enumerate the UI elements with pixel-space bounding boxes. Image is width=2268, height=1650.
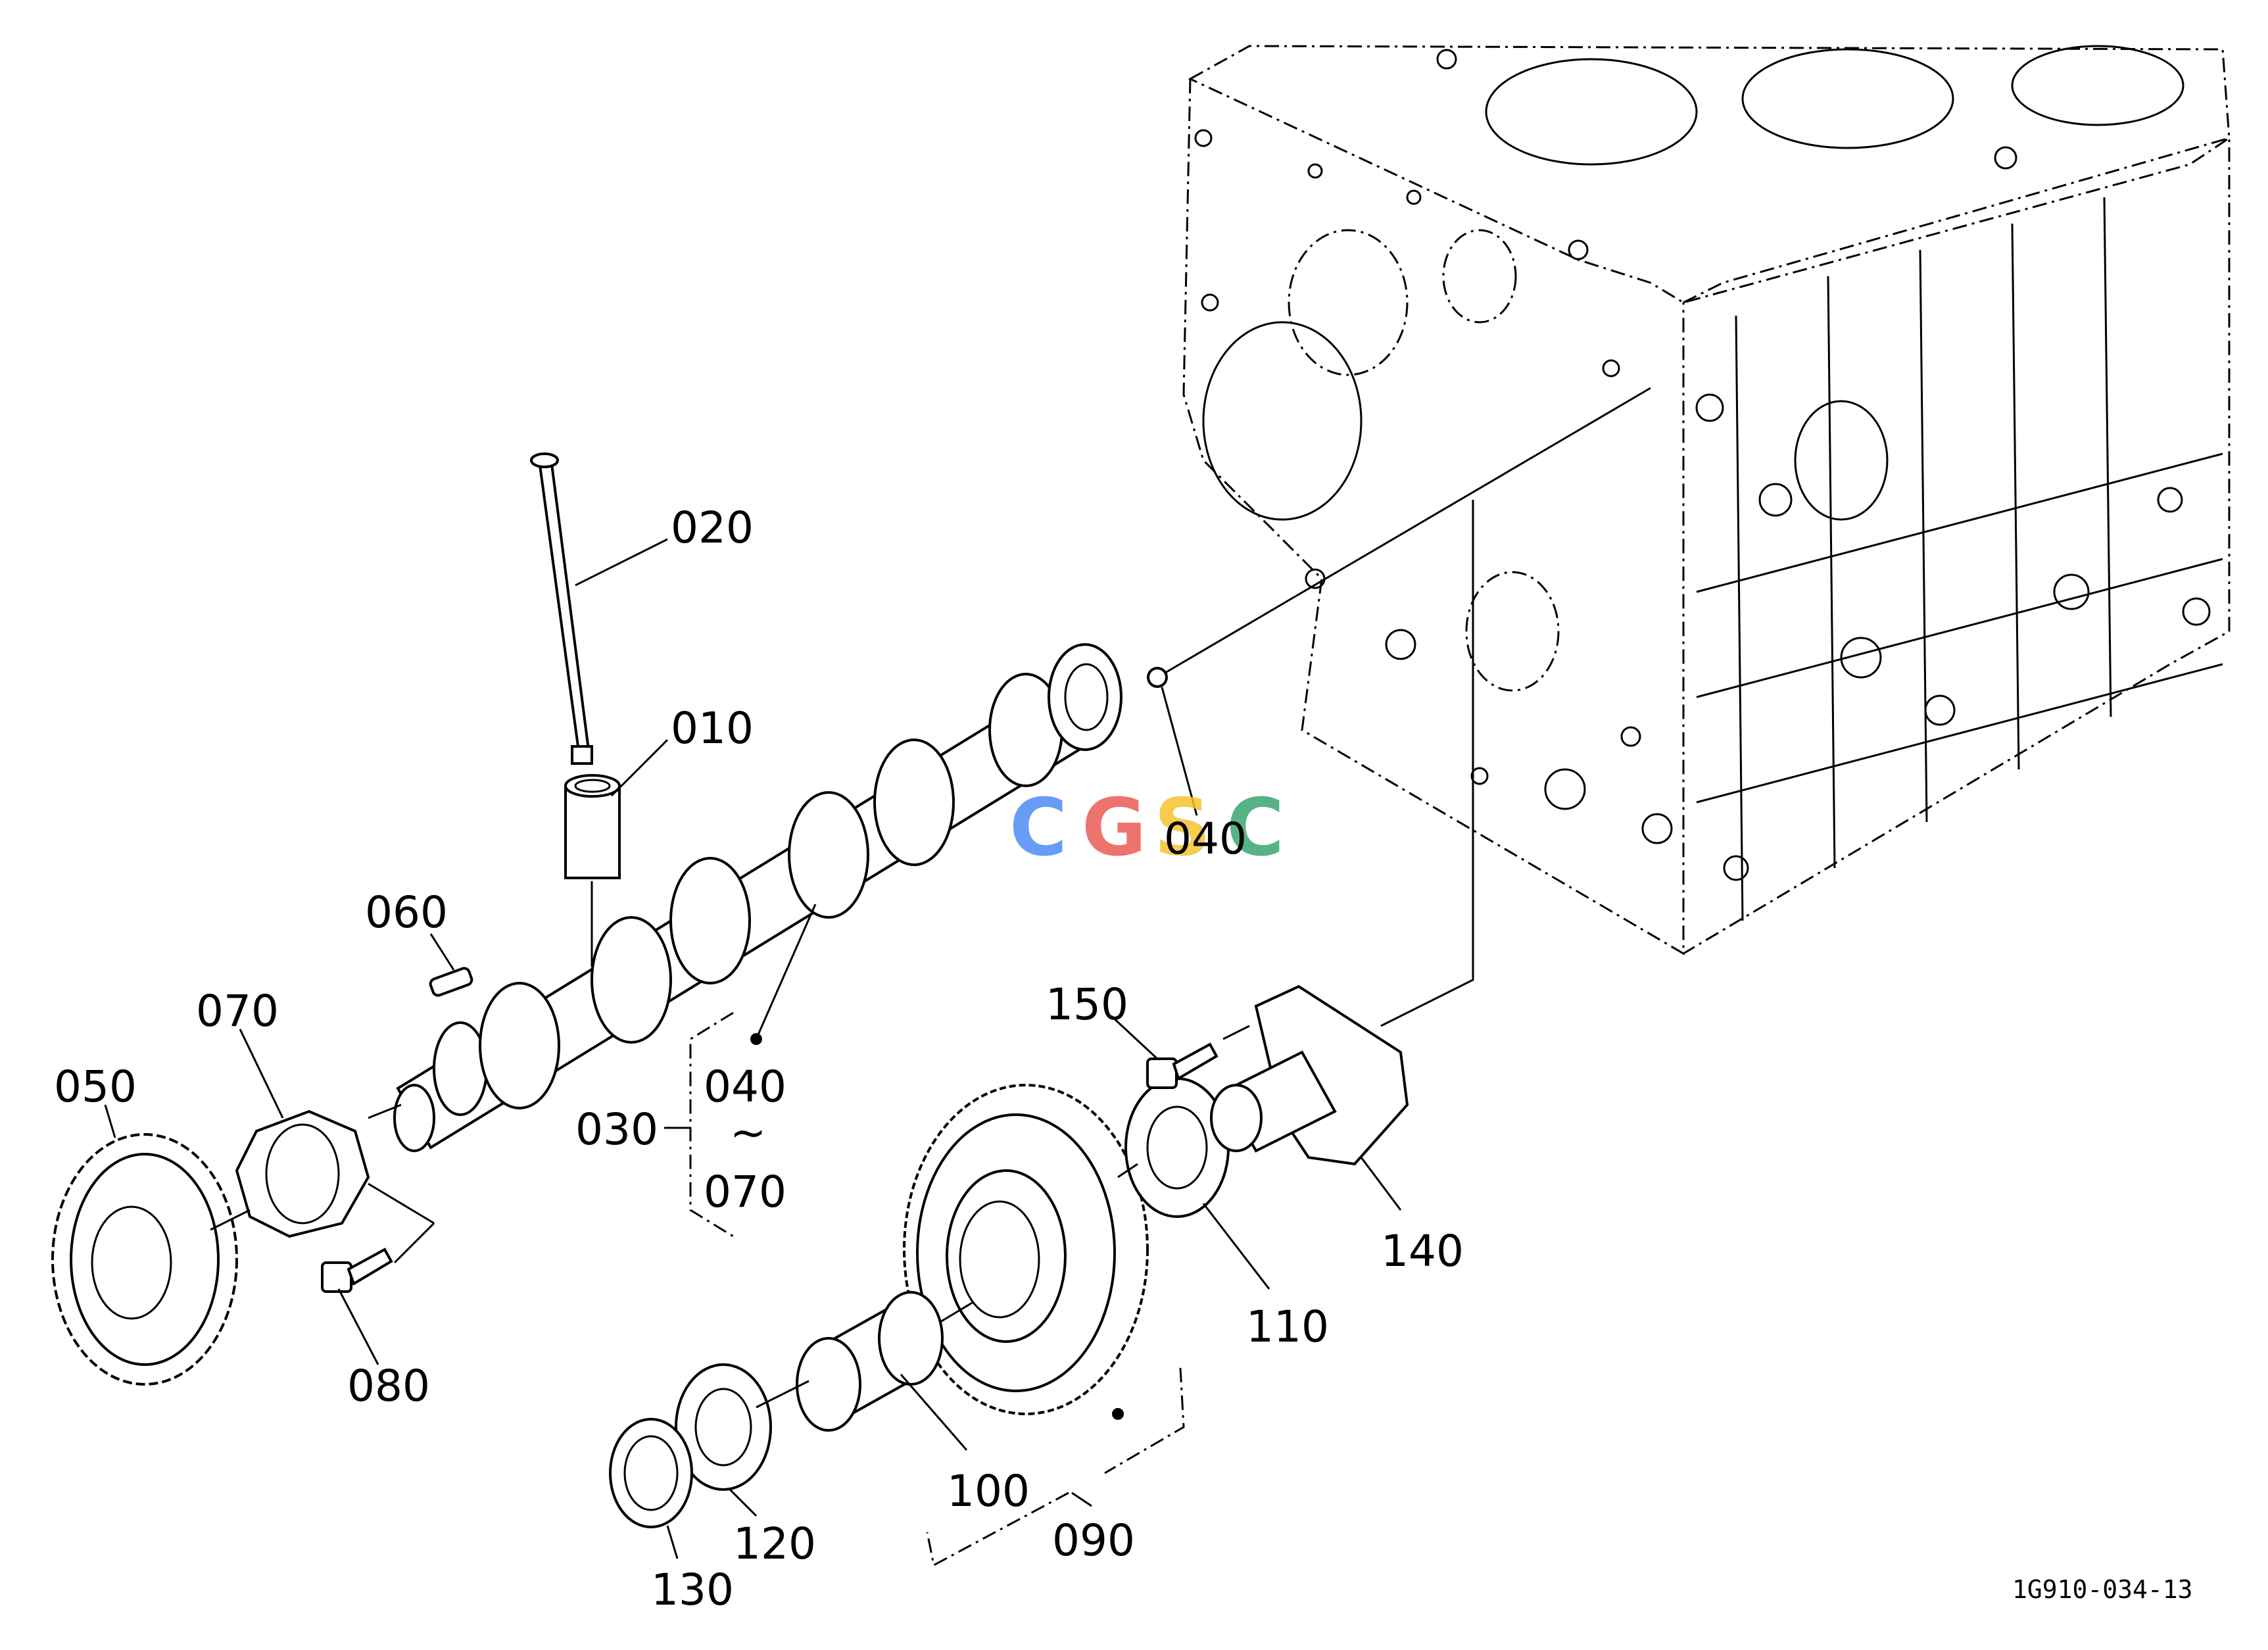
push-rod bbox=[530, 452, 593, 765]
watermark-letter: C bbox=[1226, 783, 1284, 874]
thrust-plate bbox=[235, 1109, 370, 1238]
label-070-range: 070 bbox=[704, 1167, 786, 1217]
watermark-logo: C G S C bbox=[1009, 783, 1284, 874]
cam-gear bbox=[51, 1133, 238, 1386]
leader-lines bbox=[104, 538, 1402, 1559]
watermark-letter: G bbox=[1082, 783, 1147, 874]
label-030: 030 bbox=[575, 1104, 658, 1155]
idle-gear-shaft bbox=[1210, 984, 1409, 1166]
label-120: 120 bbox=[733, 1518, 816, 1569]
label-050: 050 bbox=[54, 1061, 137, 1112]
label-150: 150 bbox=[1046, 979, 1128, 1030]
label-040-top: 040 bbox=[1164, 813, 1247, 864]
label-080: 080 bbox=[347, 1361, 430, 1411]
label-100: 100 bbox=[947, 1466, 1030, 1517]
part-labels: 020 010 040 060 070 050 040 ~ 030 070 08… bbox=[54, 502, 1464, 1615]
label-020: 020 bbox=[671, 502, 754, 553]
label-140: 140 bbox=[1381, 1226, 1464, 1276]
drawing-code: 1G910-034-13 bbox=[2012, 1575, 2193, 1604]
label-070-left: 070 bbox=[196, 986, 279, 1036]
tappet bbox=[564, 774, 621, 879]
collar bbox=[675, 1363, 772, 1491]
camshaft bbox=[393, 643, 1122, 1152]
woodruff-key bbox=[429, 967, 473, 997]
bolt-080 bbox=[321, 1248, 393, 1293]
label-090: 090 bbox=[1052, 1515, 1135, 1566]
label-010: 010 bbox=[671, 703, 754, 754]
watermark-letter: C bbox=[1009, 783, 1067, 874]
bolt-150 bbox=[1146, 1042, 1218, 1089]
engine-block bbox=[1182, 45, 2231, 956]
assembly-lines bbox=[210, 387, 1651, 1409]
idle-gear bbox=[903, 1084, 1149, 1415]
label-130: 130 bbox=[651, 1565, 734, 1615]
idle-gear-bushing bbox=[796, 1291, 944, 1432]
snap-ring bbox=[609, 1418, 693, 1528]
label-110: 110 bbox=[1246, 1301, 1329, 1352]
watermark-letter: S bbox=[1154, 783, 1211, 874]
group-brackets bbox=[664, 1011, 1185, 1567]
label-060: 060 bbox=[365, 887, 448, 938]
idle-gear-thrust-collar bbox=[1124, 1077, 1230, 1218]
label-040-range: 040 bbox=[704, 1061, 786, 1112]
range-tilde: ~ bbox=[730, 1107, 766, 1158]
